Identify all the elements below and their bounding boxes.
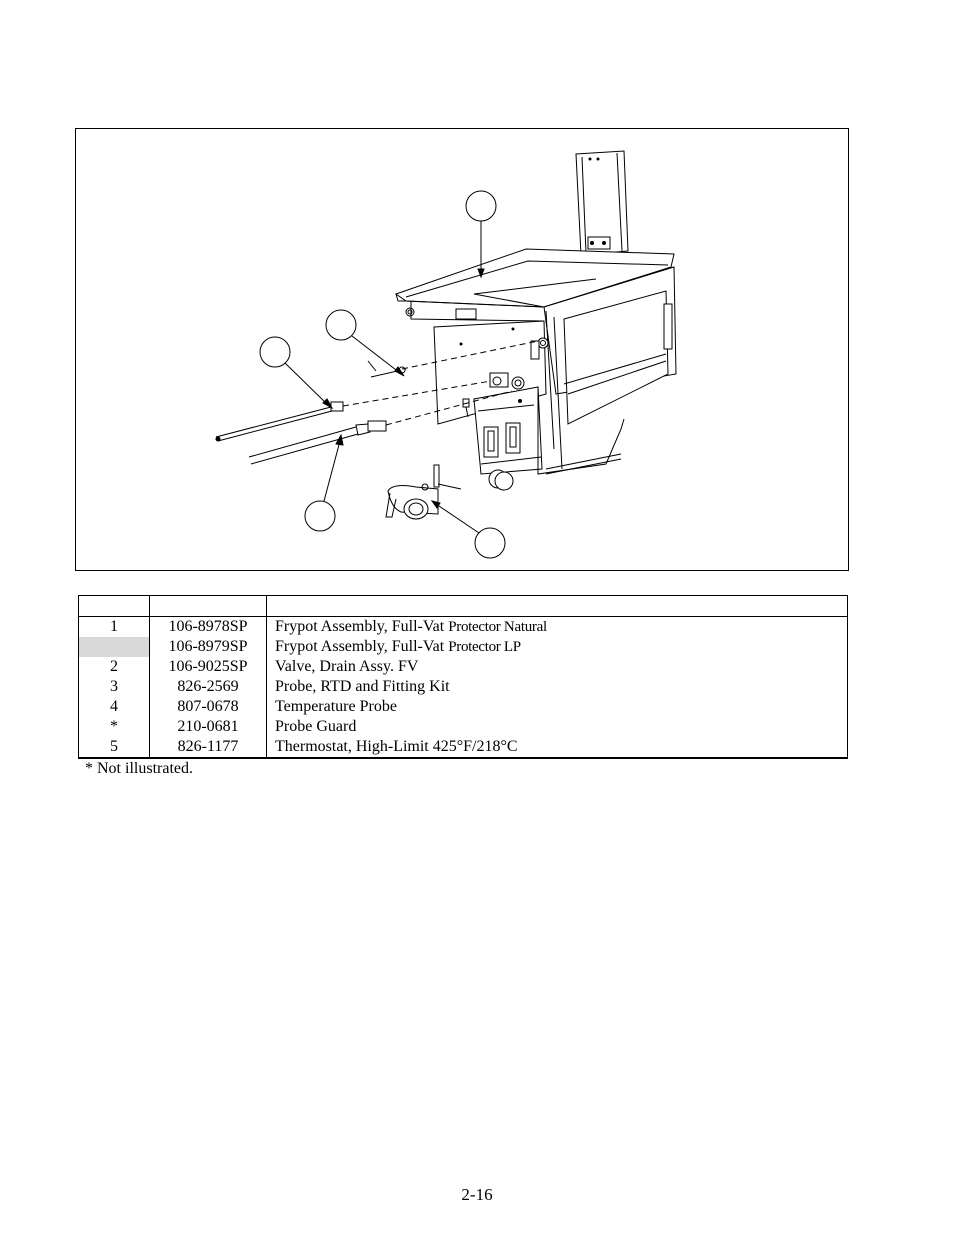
part-description: Temperature Probe: [266, 697, 848, 717]
part-number: 807-0678: [149, 697, 267, 717]
frypot-body: [433, 320, 625, 491]
part-description: Probe Guard: [266, 717, 848, 737]
parts-table: 1 106-8978SP Frypot Assembly, Full-Vat P…: [78, 595, 848, 759]
part-description: Valve, Drain Assy. FV: [266, 657, 848, 677]
item-number: 1: [78, 616, 150, 637]
description-model: Protector LP: [448, 639, 521, 655]
header-part-number: [149, 595, 267, 617]
table-row: 3 826-2569 Probe, RTD and Fitting Kit: [78, 677, 848, 697]
table-row: 5 826-1177 Thermostat, High-Limit 425°F/…: [78, 737, 848, 759]
drain-valve: [385, 464, 462, 520]
part-number: 106-8978SP: [149, 616, 267, 637]
part-number: 826-2569: [149, 677, 267, 697]
description-text: Frypot Assembly, Full-Vat: [275, 618, 445, 635]
callout-balloon-4: [304, 500, 336, 532]
item-number: *: [78, 717, 150, 737]
item-number: 5: [78, 737, 150, 759]
callout-balloon-3: [259, 336, 291, 368]
cabinet-panel: [543, 266, 677, 470]
callout-balloons: [259, 190, 506, 559]
header-item: [78, 595, 150, 617]
table-row: * 210-0681 Probe Guard: [78, 717, 848, 737]
item-number: 4: [78, 697, 150, 717]
item-number: [78, 637, 150, 657]
footnote: * Not illustrated.: [85, 760, 193, 777]
page-number: 2-16: [461, 1185, 493, 1204]
frypot-exploded-diagram: [215, 150, 677, 559]
part-number: 826-1177: [149, 737, 267, 759]
callout-balloon-1: [465, 190, 497, 222]
item-number: 2: [78, 657, 150, 677]
description-text: Frypot Assembly, Full-Vat: [275, 638, 445, 655]
part-number: 210-0681: [149, 717, 267, 737]
table-header-row: [78, 595, 848, 617]
probes: [215, 360, 407, 465]
part-number: 106-9025SP: [149, 657, 267, 677]
callout-balloon-2: [325, 309, 357, 341]
part-description: Frypot Assembly, Full-Vat Protector LP: [266, 637, 848, 657]
table-row: 2 106-9025SP Valve, Drain Assy. FV: [78, 657, 848, 677]
exploded-view-figure: [75, 128, 849, 571]
assembly-leaders: [342, 340, 539, 426]
table-row: 106-8979SP Frypot Assembly, Full-Vat Pro…: [78, 637, 848, 657]
callout-balloon-5: [474, 527, 506, 559]
flue-panel: [575, 150, 629, 256]
header-description: [266, 595, 848, 617]
table-row: 4 807-0678 Temperature Probe: [78, 697, 848, 717]
description-model: Protector Natural: [448, 619, 547, 635]
part-number: 106-8979SP: [149, 637, 267, 657]
part-description: Frypot Assembly, Full-Vat Protector Natu…: [266, 616, 848, 637]
part-description: Thermostat, High-Limit 425°F/218°C: [266, 737, 848, 759]
part-description: Probe, RTD and Fitting Kit: [266, 677, 848, 697]
table-row: 1 106-8978SP Frypot Assembly, Full-Vat P…: [78, 616, 848, 637]
item-number: 3: [78, 677, 150, 697]
